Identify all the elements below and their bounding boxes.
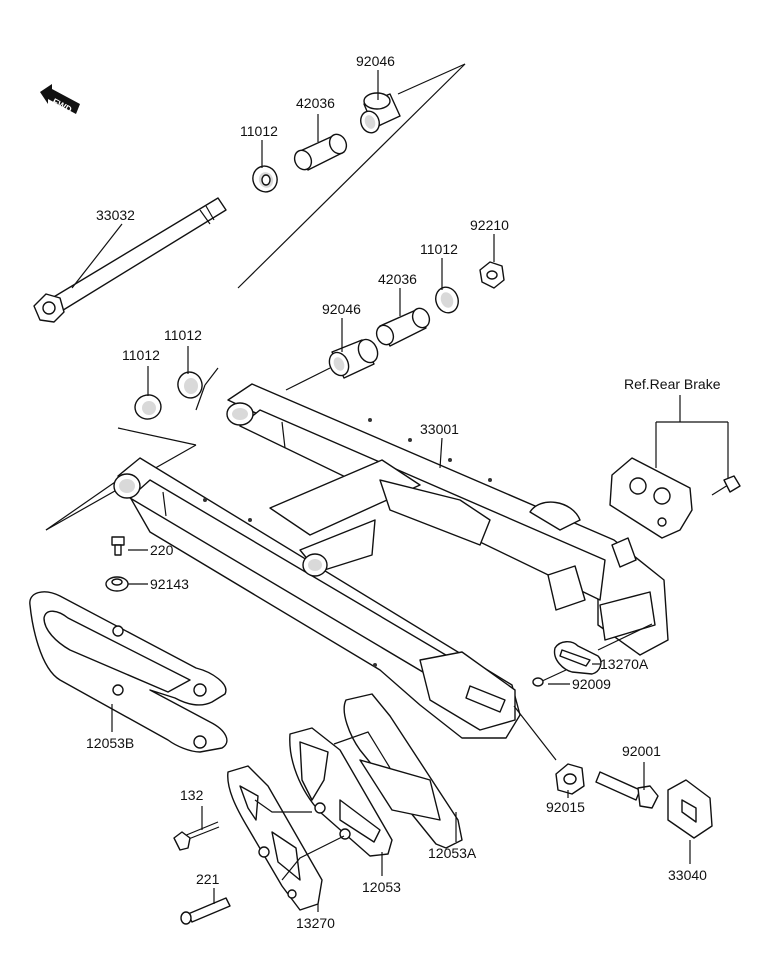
nut-92210 <box>479 261 505 289</box>
label-221: 221 <box>196 871 220 887</box>
bolt-92001 <box>595 771 659 809</box>
label-12053: 12053 <box>362 879 401 895</box>
clip-33040 <box>667 779 713 839</box>
label-11012-right: 11012 <box>420 241 458 257</box>
pivot-shaft-33032 <box>33 197 227 323</box>
label-92009: 92009 <box>572 676 611 692</box>
spacer-42036-top <box>293 133 348 171</box>
leader-lines <box>71 70 691 912</box>
oil-seal-11012-top <box>252 165 278 193</box>
label-220: 220 <box>150 542 174 558</box>
label-92046-top: 92046 <box>356 53 395 69</box>
fwd-arrow-icon: FWD <box>40 84 80 115</box>
label-12053A: 12053A <box>428 845 477 861</box>
nut-92015 <box>555 763 585 795</box>
screw-92009 <box>532 669 567 687</box>
label-42036-mid: 42036 <box>378 271 417 287</box>
oil-seal-11012-left-a <box>134 394 162 420</box>
part-labels: 92046 42036 11012 33032 92210 11012 4203… <box>86 53 721 931</box>
label-ref-rear-brake: Ref.Rear Brake <box>624 376 721 392</box>
label-33032: 33032 <box>96 207 135 223</box>
collar-92143 <box>105 576 129 592</box>
screw-221 <box>180 897 231 925</box>
oil-seal-11012-right <box>435 286 459 314</box>
label-13270: 13270 <box>296 915 335 931</box>
label-92210: 92210 <box>470 217 509 233</box>
needle-bearing-92046-mid <box>328 338 379 379</box>
label-13270A: 13270A <box>600 656 649 672</box>
needle-bearing-92046-top <box>360 92 401 134</box>
label-42036-top: 42036 <box>296 95 335 111</box>
label-33040: 33040 <box>668 867 707 883</box>
label-92143: 92143 <box>150 576 189 592</box>
spacer-42036-mid <box>375 307 431 347</box>
chain-guide-12053A <box>343 693 463 849</box>
label-92015: 92015 <box>546 799 585 815</box>
label-92046-mid: 92046 <box>322 301 361 317</box>
plate-13270A <box>553 641 602 675</box>
bolt-220 <box>111 536 125 556</box>
plate-13270 <box>227 765 323 911</box>
label-12053B: 12053B <box>86 735 134 751</box>
label-11012-top: 11012 <box>240 123 278 139</box>
chain-slider-12053B <box>29 591 228 753</box>
label-11012-left-b: 11012 <box>164 327 202 343</box>
label-92001: 92001 <box>622 743 661 759</box>
swingarm-33001 <box>113 383 669 739</box>
label-132: 132 <box>180 787 204 803</box>
label-33001: 33001 <box>420 421 459 437</box>
section-divider-lines <box>45 63 466 531</box>
chain-guide-12053 <box>289 727 393 857</box>
rear-brake-bracket <box>609 395 741 568</box>
label-11012-left-a: 11012 <box>122 347 160 363</box>
bolt-132 <box>173 821 220 851</box>
bolt-rear-brake <box>711 475 741 496</box>
oil-seal-11012-left-b <box>177 371 203 399</box>
